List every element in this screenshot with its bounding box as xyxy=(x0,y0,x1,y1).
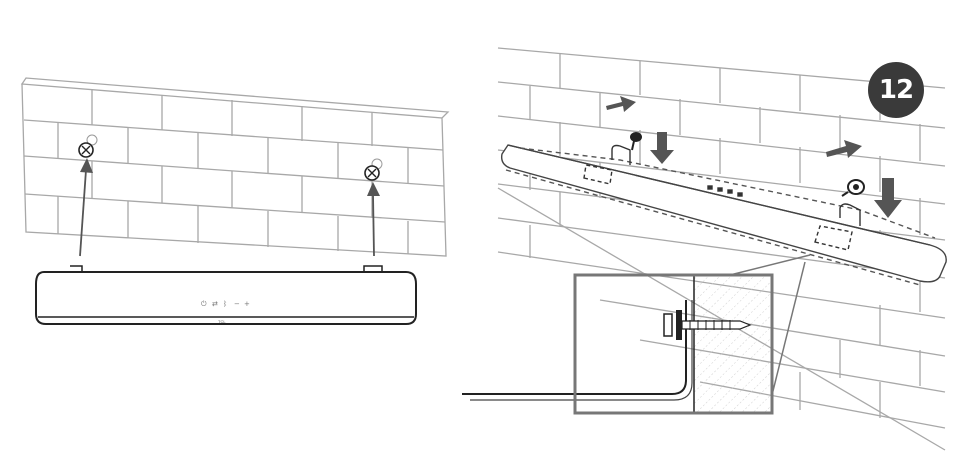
direction-arrow-icon xyxy=(650,132,902,218)
screw-icon xyxy=(78,134,98,158)
direction-arrow-icon xyxy=(79,158,93,257)
screw-icon xyxy=(630,132,642,151)
source-icon: ⇄ xyxy=(212,300,218,308)
screw-icon xyxy=(364,158,383,181)
direction-arrow-icon xyxy=(367,182,380,257)
volume-up-icon: + xyxy=(244,300,250,308)
left-brick-wall xyxy=(20,77,450,257)
soundbar-front xyxy=(35,265,417,325)
volume-down-icon: − xyxy=(234,300,240,308)
power-icon: ⏻ xyxy=(201,300,207,308)
wall-anchor-icon xyxy=(841,179,865,197)
step-number-badge: 12 xyxy=(868,62,924,118)
detail-inset xyxy=(462,254,811,415)
bluetooth-icon: ᛒ xyxy=(223,300,228,308)
brand-logo: TCL xyxy=(218,319,226,324)
direction-arrow-icon xyxy=(606,96,862,158)
soundbar-perspective xyxy=(500,144,947,286)
